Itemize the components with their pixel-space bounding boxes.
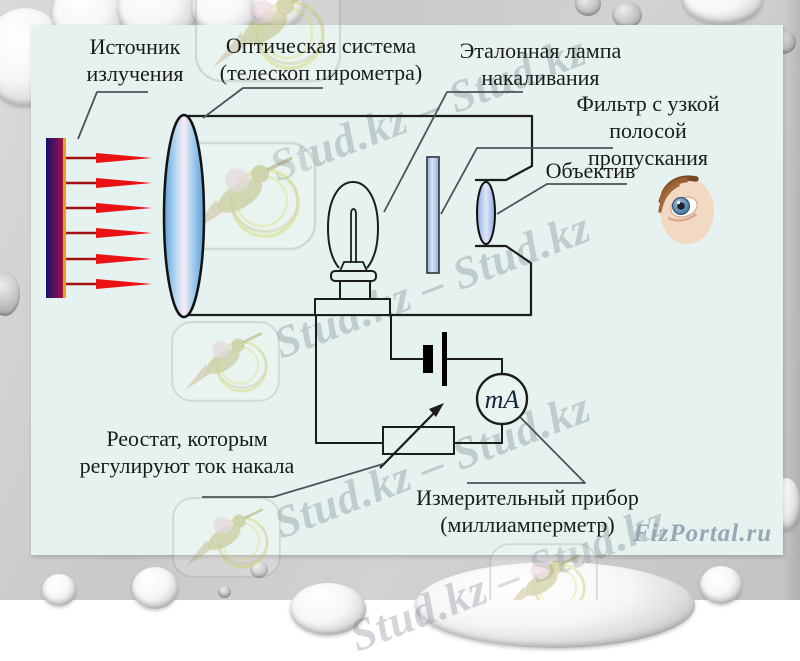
label-filter: Фильтр с узкой полосой пропускания bbox=[576, 91, 720, 170]
label-optical-system: Оптическая система (телескоп пирометра) bbox=[219, 33, 423, 85]
bubble bbox=[252, 0, 304, 28]
bubble bbox=[132, 567, 178, 609]
label-rheostat: Реостат, которым регулируют ток накала bbox=[79, 426, 295, 478]
bubble bbox=[290, 583, 366, 635]
label-radiation-source: Источник излучения bbox=[86, 34, 184, 86]
bubble bbox=[218, 586, 231, 598]
label-reference-lamp: Эталонная лампа накаливания bbox=[459, 38, 622, 90]
bubble bbox=[250, 561, 268, 578]
background-shade bbox=[783, 0, 800, 600]
bubble bbox=[0, 272, 20, 316]
bubble bbox=[700, 566, 742, 604]
bubble bbox=[42, 574, 76, 606]
bubble bbox=[612, 2, 642, 28]
watermark-fizportal: FizPortal.ru bbox=[633, 520, 773, 547]
label-meter: Измерительный прибор (миллиамперметр) bbox=[416, 485, 639, 537]
bubble bbox=[575, 0, 601, 16]
label-objective: Объектив bbox=[545, 158, 636, 183]
bubble bbox=[683, 0, 763, 24]
bubble bbox=[415, 562, 695, 648]
